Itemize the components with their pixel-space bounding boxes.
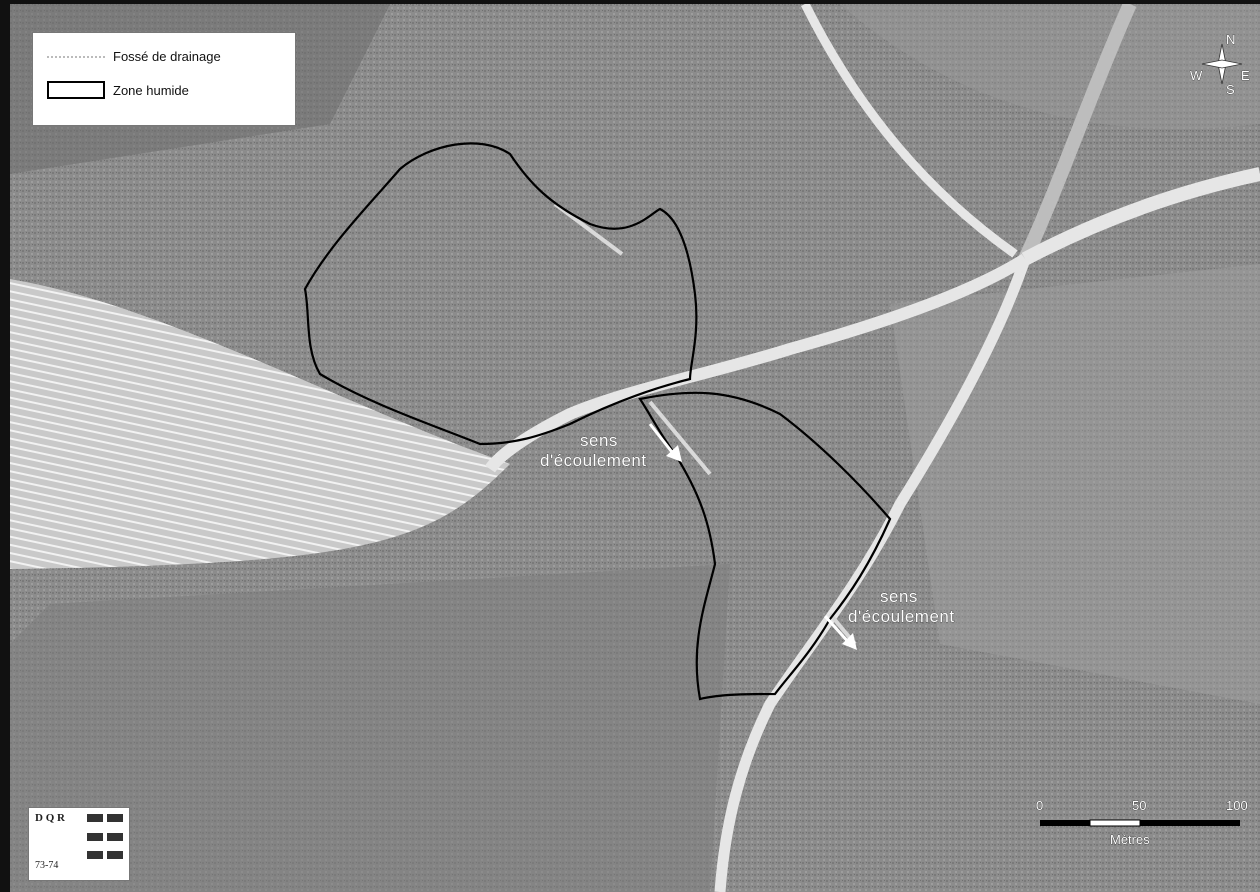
flow-label-2a: sens	[880, 587, 918, 606]
field-patch	[840, 4, 1260, 129]
compass-w: W	[1190, 68, 1203, 83]
road	[1021, 167, 1260, 266]
flow-arrow-head	[842, 633, 857, 650]
flow-label-2b: d'écoulement	[848, 607, 955, 626]
compass-e: E	[1241, 68, 1250, 83]
wetland-zone[interactable]	[303, 142, 698, 446]
plowed-field	[10, 279, 510, 569]
flow-label-1b: d'écoulement	[540, 451, 647, 470]
logo-code: 73-74	[35, 860, 59, 871]
legend-item-ditch: Fossé de drainage	[47, 49, 221, 64]
legend-label: Zone humide	[113, 82, 189, 98]
road	[800, 4, 1018, 258]
scale-unit: Mètres	[1110, 832, 1150, 847]
field-patch	[890, 264, 1260, 704]
field-patch	[10, 564, 730, 892]
compass-rose: N S E W	[1190, 32, 1251, 98]
map-legend: Fossé de drainage Zone humide	[32, 32, 296, 126]
aerial-imagery: sens d'écoulement sens d'écoulement N S …	[10, 4, 1260, 892]
drainage-ditch	[648, 400, 712, 476]
scale-tick-0: 0	[1036, 798, 1043, 813]
flow-arrow-head	[666, 445, 682, 462]
flow-label-1a: sens	[580, 431, 618, 450]
drainage-ditch	[553, 202, 624, 256]
road	[714, 257, 1031, 892]
logo-pattern	[87, 814, 123, 866]
scale-bar: 0 50 100 Mètres	[1036, 798, 1248, 848]
compass-s: S	[1226, 82, 1235, 97]
wetland-symbol	[47, 81, 105, 99]
road	[485, 253, 1029, 473]
legend-label: Fossé de drainage	[113, 49, 221, 64]
compass-n: N	[1226, 32, 1235, 47]
legend-item-wetland: Zone humide	[47, 81, 189, 99]
flow-arrow	[823, 615, 852, 645]
flow-arrow	[648, 423, 677, 457]
logo-letters: D Q R	[35, 812, 65, 824]
scale-tick-50: 50	[1132, 798, 1146, 813]
road	[1018, 4, 1137, 262]
organisation-logo: D Q R 73-74	[28, 807, 130, 881]
scale-tick-100: 100	[1226, 798, 1248, 813]
ditch-symbol	[47, 55, 105, 58]
wetland-zone[interactable]	[638, 391, 892, 701]
